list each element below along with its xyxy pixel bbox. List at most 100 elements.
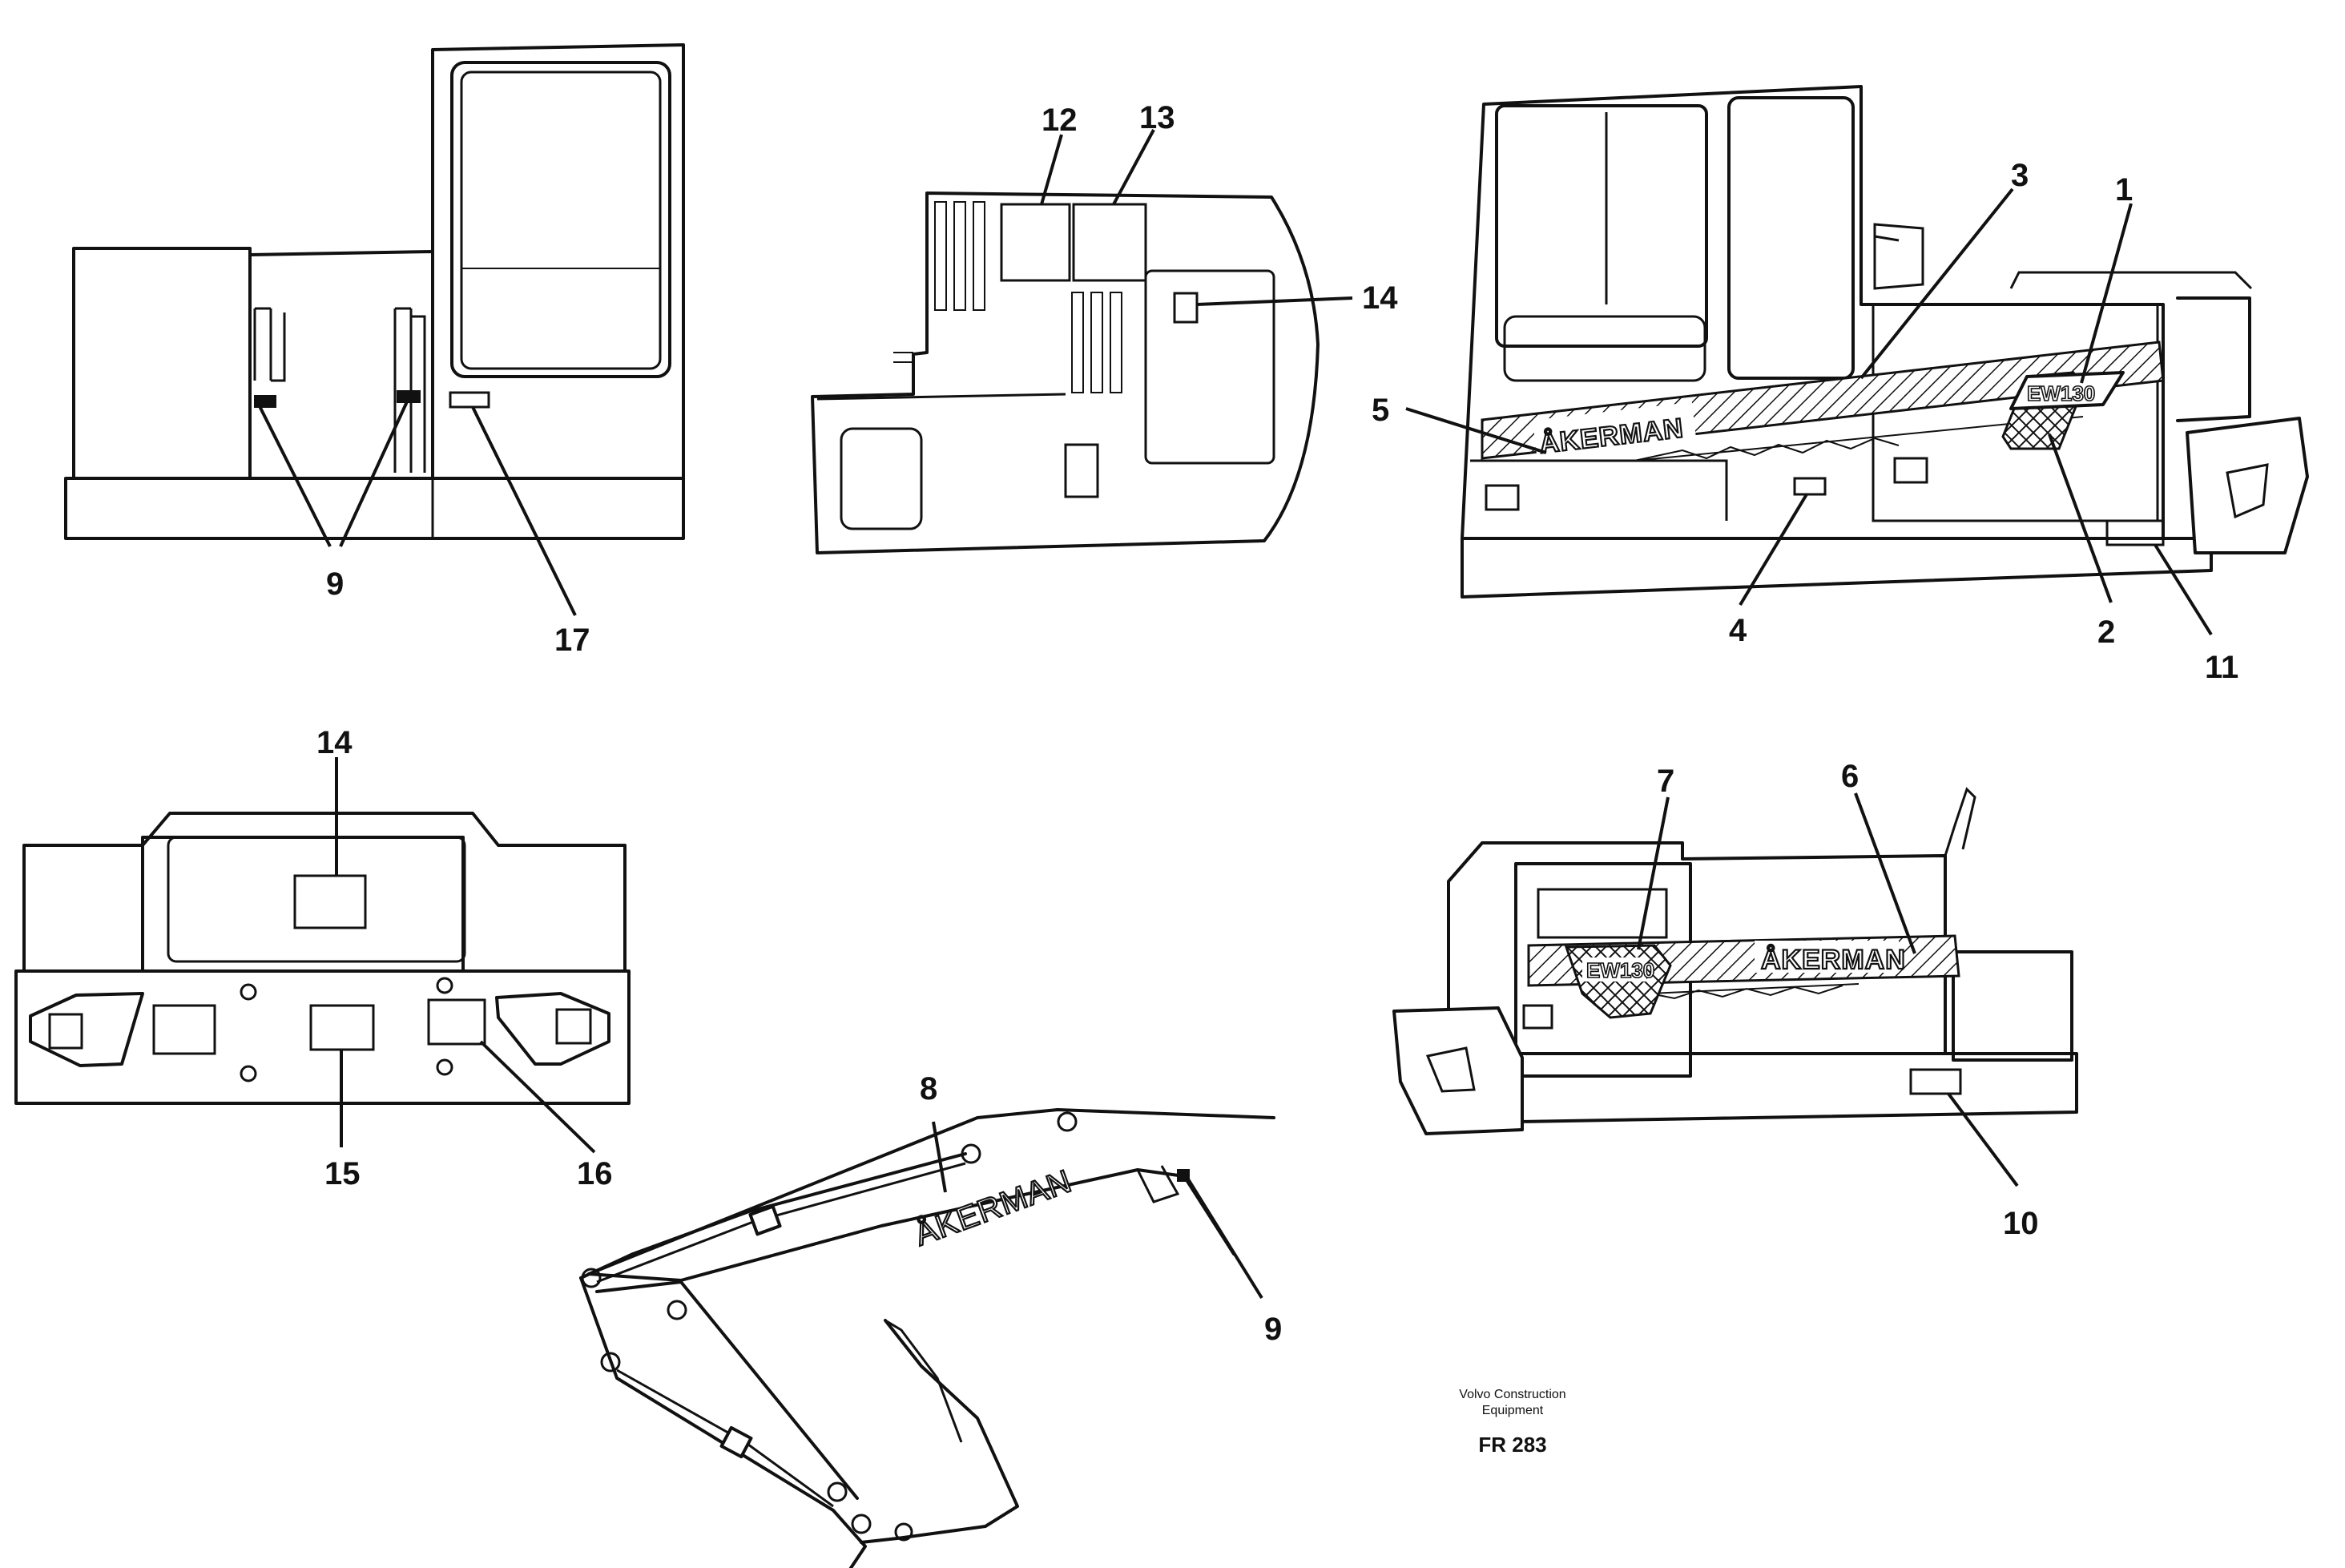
right-exhaust: [1873, 223, 1924, 290]
cab-door-window: [1144, 269, 1275, 465]
rear-decal-16: [427, 998, 486, 1046]
rear-plate-left: [152, 1004, 216, 1055]
leader-9-left: [256, 397, 410, 547]
leader-4: [1739, 493, 1808, 607]
right-body-outline: [1461, 85, 2165, 540]
rr-model-text: EW130: [1586, 958, 1654, 982]
callout-11: 11: [2205, 650, 2238, 685]
rear-light-right: [495, 992, 610, 1066]
leader-11: [2154, 543, 2213, 636]
callout-14-rear: 14: [316, 725, 353, 760]
leader-2: [2048, 433, 2113, 603]
callout-2: 2: [2097, 615, 2115, 650]
leader-13: [1112, 129, 1155, 205]
leader-16: [479, 1040, 596, 1154]
view-rear-right: ÅKERMAN EW130 7 6 10: [1392, 759, 2078, 1241]
leader-1: [2080, 203, 2133, 384]
left-decal-9b: [397, 390, 421, 403]
leader-6: [1854, 792, 1916, 954]
callout-8: 8: [920, 1071, 937, 1106]
view-rear: 14 15 16: [14, 725, 631, 1191]
right-rear-light: [2226, 463, 2269, 519]
arm-cylinder-collar: [748, 1204, 782, 1236]
right-model-text: EW130: [2027, 381, 2095, 405]
rear-light-left: [29, 992, 144, 1067]
callout-9-boom: 9: [1264, 1312, 1282, 1347]
right-model-decal-1: [2009, 371, 2125, 410]
right-cab-front-window: [1495, 104, 1708, 348]
rear-decal-14: [293, 874, 367, 929]
bucket-outline: [860, 1319, 1019, 1544]
rr-rear-light: [1425, 1046, 1476, 1093]
leader-5: [1405, 407, 1547, 454]
callout-5: 5: [1372, 393, 1389, 428]
callout-13: 13: [1139, 100, 1175, 135]
left-cab-outline: [431, 43, 685, 480]
right-handle-b: [1893, 457, 1928, 484]
right-brand-plate: [1533, 401, 1696, 456]
leader-7: [1637, 796, 1670, 950]
rr-brand-text: ÅKERMAN: [1761, 945, 1906, 975]
left-cab-window: [460, 71, 662, 370]
leader-12: [1040, 134, 1063, 205]
right-rear-box: [2176, 296, 2251, 422]
leader-9-boom: [1186, 1176, 1263, 1300]
rr-side-box: [1952, 950, 2073, 1062]
callout-14-cab: 14: [1362, 280, 1398, 316]
left-base-skirt: [64, 477, 685, 540]
rr-decal-10: [1909, 1068, 1962, 1095]
cab-front-outline: [811, 191, 1320, 554]
rr-model-plate: [1582, 957, 1646, 982]
callout-3: 3: [2011, 158, 2029, 193]
callout-9-left: 9: [326, 566, 344, 602]
leader-8: [932, 1121, 947, 1193]
boom-under-edge: [587, 1168, 1235, 1282]
leader-14-cab: [1196, 296, 1353, 306]
rear-counterweight: [14, 969, 631, 1105]
rear-decal-15: [309, 1004, 375, 1051]
right-rear-light-housing: [2186, 417, 2309, 554]
left-decal-17: [449, 391, 490, 409]
right-handle-a: [1485, 484, 1520, 511]
left-cab-window-frame: [450, 61, 671, 378]
boom-foot-bracket: [1136, 1165, 1180, 1203]
boom-brand-text: ÅKERMAN: [910, 1163, 1077, 1252]
callout-12: 12: [1042, 103, 1078, 138]
cab-vent-slots-top: [934, 201, 985, 311]
rr-engine-vent: [1537, 888, 1668, 939]
footer: Volvo Construction Equipment FR 283: [1459, 1388, 1565, 1457]
rr-brand-plate: [1755, 941, 1899, 973]
callout-1: 1: [2115, 172, 2133, 208]
arm-outer-edge: [579, 1276, 867, 1568]
rear-hood: [141, 836, 465, 973]
rr-handle: [1522, 1004, 1553, 1030]
cab-decal-14: [1173, 292, 1199, 324]
rear-bolt-holes: [240, 977, 453, 1082]
right-cab-door-window: [1727, 96, 1855, 380]
arm-inner-edge: [595, 1280, 859, 1500]
cab-vent-slots-mid: [1071, 292, 1122, 393]
boom-pin-circles: [581, 1111, 1078, 1542]
view-left-side: 9 17: [64, 43, 685, 658]
rr-rear-light-housing: [1392, 1006, 1524, 1135]
cab-front-ledge: [816, 393, 1066, 401]
rr-base-skirt: [1517, 1052, 2078, 1123]
callout-10: 10: [2003, 1206, 2039, 1241]
callout-7: 7: [1657, 764, 1674, 799]
leader-10: [1947, 1092, 2019, 1187]
right-decal-4: [1793, 477, 1827, 496]
leader-3: [1859, 187, 2014, 380]
rr-exhaust-pipe: [1944, 787, 1976, 857]
callout-16: 16: [577, 1156, 613, 1191]
right-cab-lower-window: [1503, 315, 1706, 382]
right-decal-11: [2105, 519, 2165, 546]
footer-company-line2: Equipment: [1482, 1404, 1544, 1417]
left-counterweight-block: [72, 247, 252, 480]
right-base-skirt: [1461, 537, 2213, 599]
arm-cylinder-lower: [596, 1162, 966, 1284]
rr-stripe-zigzag: [1650, 983, 1859, 1000]
footer-figure-code: FR 283: [1478, 1433, 1546, 1457]
cab-hinge: [893, 352, 913, 363]
cab-decal-13: [1072, 203, 1147, 282]
